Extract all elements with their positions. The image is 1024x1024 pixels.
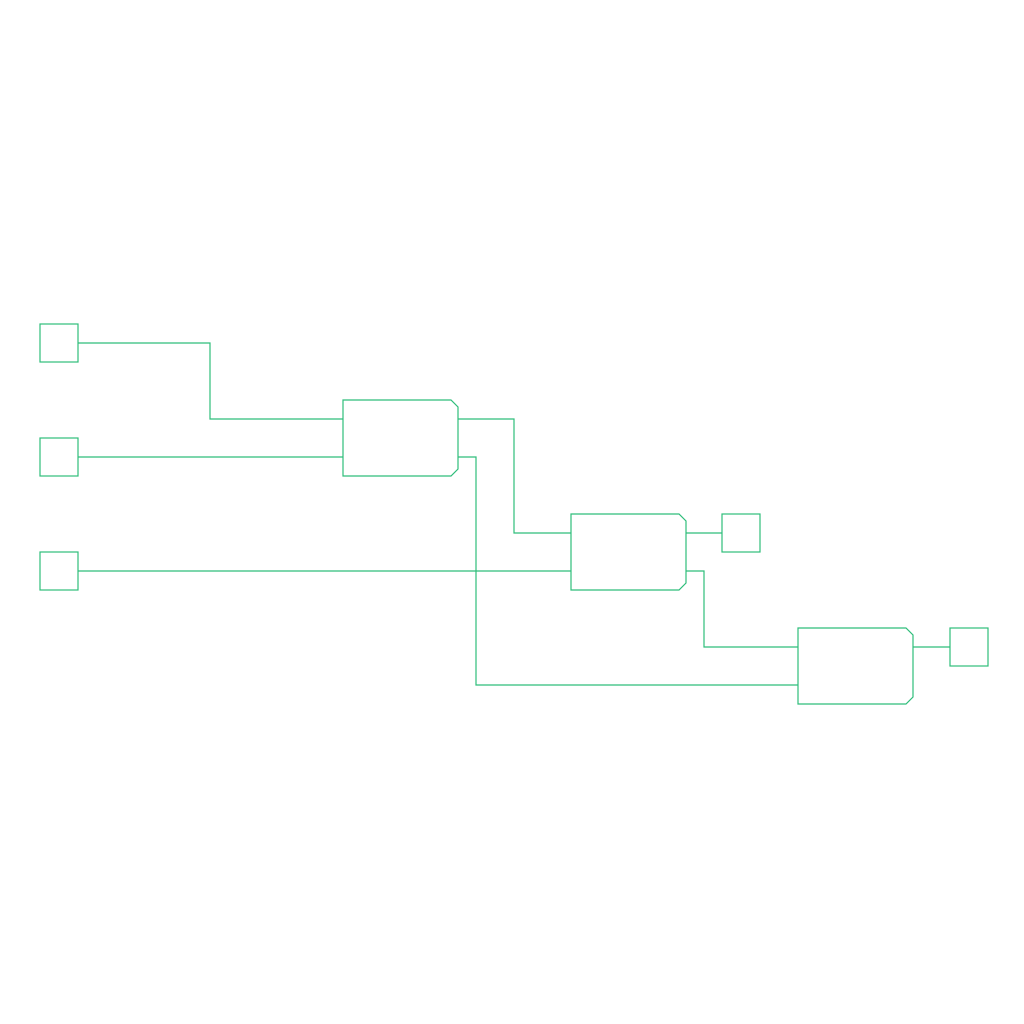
- output-port-2[interactable]: [949, 627, 989, 667]
- wires-group: [78, 342, 950, 686]
- process-block-3[interactable]: [797, 627, 914, 705]
- wire-block1-block3: [458, 456, 798, 686]
- process-block-1[interactable]: [342, 399, 459, 477]
- blocks-group: [342, 399, 914, 705]
- input-port-1[interactable]: [39, 323, 79, 363]
- output-ports-group: [721, 513, 989, 667]
- output-port-1[interactable]: [721, 513, 761, 553]
- wire-block1-block2: [458, 418, 571, 534]
- process-block-2[interactable]: [570, 513, 687, 591]
- wire-block2-block3: [686, 570, 798, 648]
- wire-in1-block1: [78, 342, 343, 420]
- input-port-3[interactable]: [39, 551, 79, 591]
- input-ports-group: [39, 323, 79, 591]
- input-port-2[interactable]: [39, 437, 79, 477]
